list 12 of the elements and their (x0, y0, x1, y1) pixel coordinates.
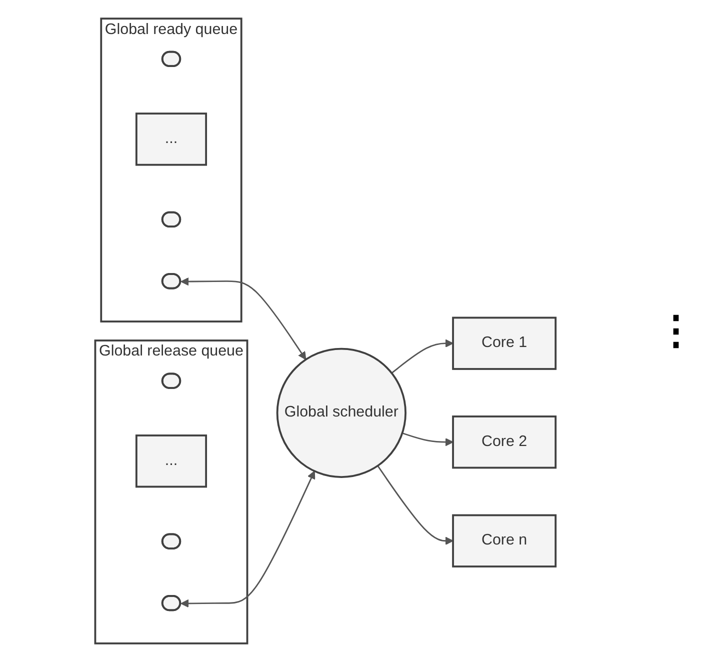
node-box: Core 2 (452, 415, 557, 468)
node-circle: Global scheduler (276, 347, 407, 478)
arrow (180, 276, 306, 360)
node-box: ... (136, 434, 208, 488)
node-box: Core 1 (452, 316, 557, 370)
arrow (391, 338, 454, 374)
ellipsis-mark: ⋮ (655, 308, 697, 354)
arrow (377, 464, 454, 545)
arrow (180, 470, 316, 608)
node-box: ... (136, 112, 208, 166)
arrow (402, 432, 454, 446)
node-box: Core n (452, 514, 557, 567)
